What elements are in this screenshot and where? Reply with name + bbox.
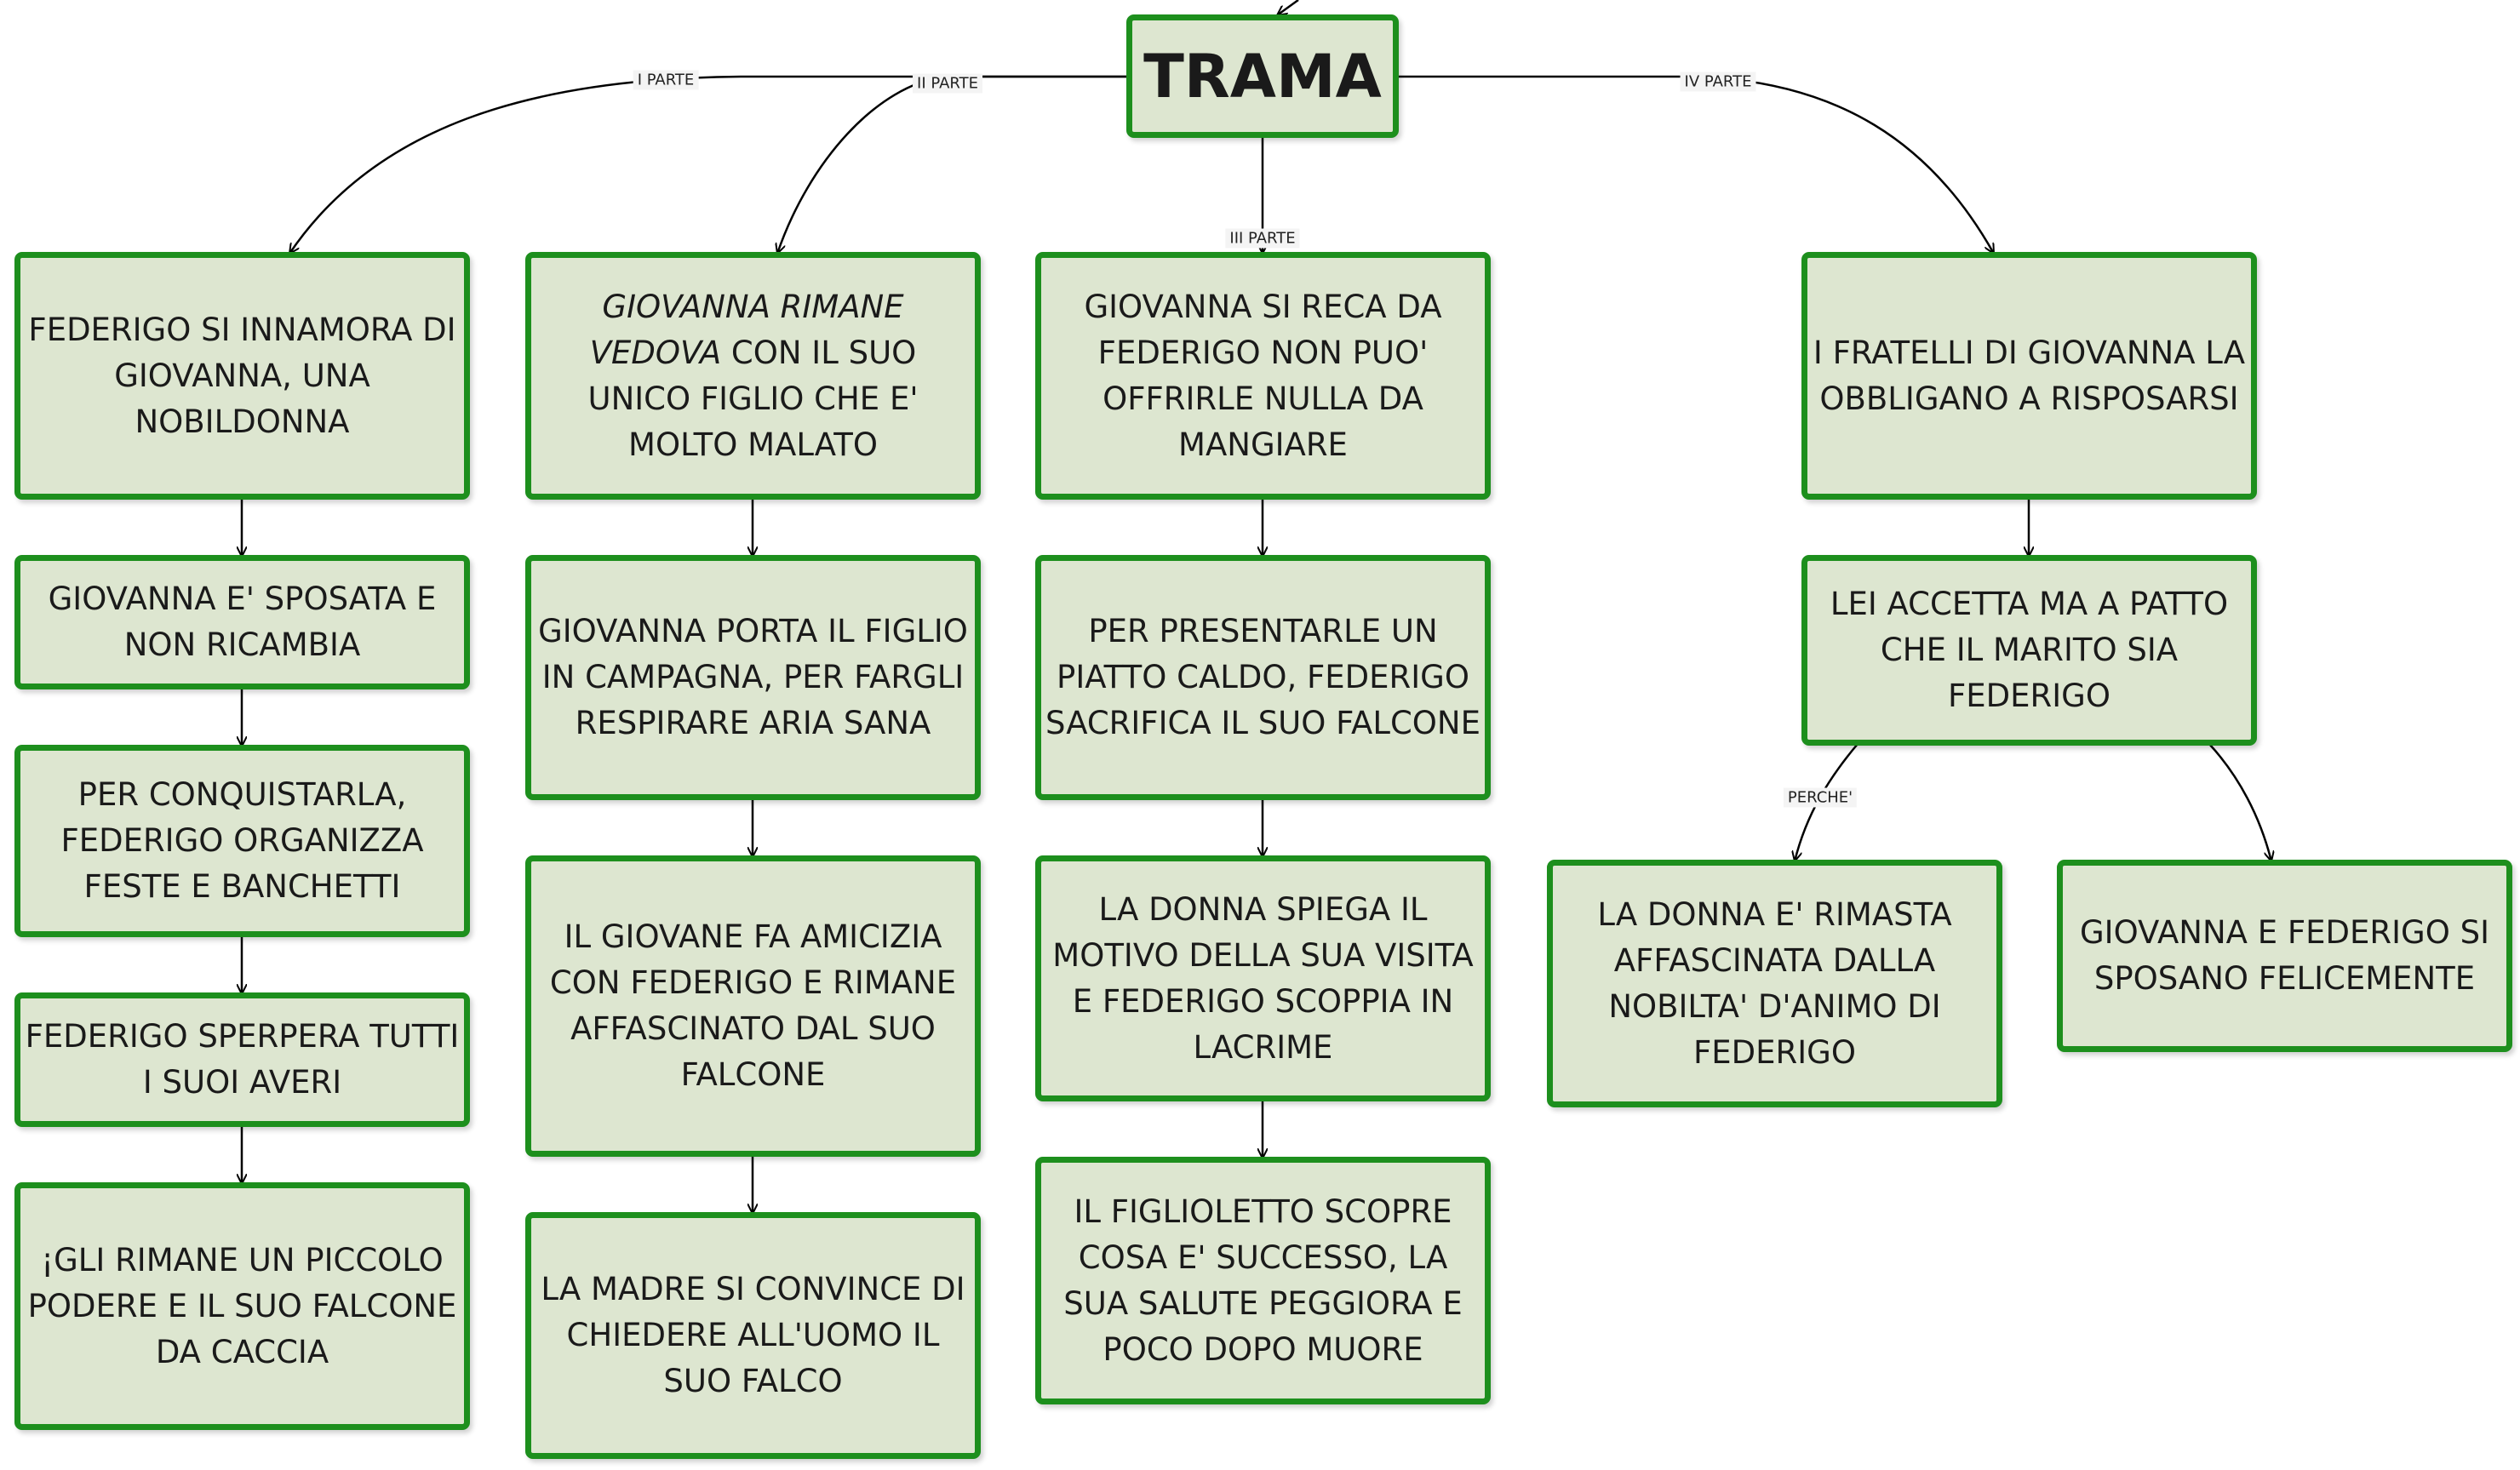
edge-label-parte3: III PARTE (1225, 228, 1300, 249)
node-text: LA DONNA SPIEGA IL MOTIVO DELLA SUA VISI… (1052, 890, 1474, 1066)
col4-node-top[interactable]: I FRATELLI DI GIOVANNA LA OBBLIGANO A RI… (1801, 252, 2257, 500)
col2-node-1[interactable]: GIOVANNA RIMANE VEDOVA CON IL SUO UNICO … (525, 252, 981, 500)
node-text: GIOVANNA E' SPOSATA E NON RICAMBIA (48, 581, 437, 663)
root-node[interactable]: TRAMA (1126, 14, 1399, 138)
edge-incoming-root (1277, 0, 1299, 15)
node-text: IL GIOVANE FA AMICIZIA CON FEDERIGO E RI… (549, 918, 957, 1093)
node-text: LEI ACCETTA MA A PATTO CHE IL MARITO SIA… (1830, 586, 2229, 714)
node-text: LA MADRE SI CONVINCE DI CHIEDERE ALL'UOM… (541, 1271, 965, 1399)
node-text: PER CONQUISTARLA, FEDERIGO ORGANIZZA FES… (60, 776, 424, 905)
edge-parte4 (1396, 75, 1994, 254)
node-text: GIOVANNA RIMANE VEDOVA CON IL SUO UNICO … (535, 284, 971, 468)
node-text: IL FIGLIOLETTO SCOPRE COSA E' SUCCESSO, … (1063, 1193, 1463, 1368)
col4-node-left[interactable]: LA DONNA E' RIMASTA AFFASCINATA DALLA NO… (1547, 860, 2002, 1107)
col2-node-2[interactable]: GIOVANNA PORTA IL FIGLIO IN CAMPAGNA, PE… (525, 555, 981, 800)
col1-node-1[interactable]: FEDERIGO SI INNAMORA DI GIOVANNA, UNA NO… (14, 252, 470, 500)
node-text: GIOVANNA SI RECA DA FEDERIGO NON PUO' OF… (1084, 288, 1442, 463)
edge-parte2 (777, 75, 1128, 254)
edge-parte1 (289, 75, 1128, 254)
edge-c4-right (2208, 743, 2271, 861)
col1-node-5[interactable]: ¡GLI RIMANE UN PICCOLO PODERE E IL SUO F… (14, 1182, 470, 1430)
node-text-rest: CON IL SUO UNICO FIGLIO CHE E' MOLTO MAL… (587, 334, 919, 463)
col3-node-1[interactable]: GIOVANNA SI RECA DA FEDERIGO NON PUO' OF… (1035, 252, 1491, 500)
col4-node-right[interactable]: GIOVANNA E FEDERIGO SI SPOSANO FELICEMEN… (2057, 860, 2512, 1052)
edge-label-parte4: IV PARTE (1680, 71, 1756, 92)
edge-label-parte2: II PARTE (913, 73, 982, 94)
col2-node-4[interactable]: LA MADRE SI CONVINCE DI CHIEDERE ALL'UOM… (525, 1212, 981, 1459)
col1-node-3[interactable]: PER CONQUISTARLA, FEDERIGO ORGANIZZA FES… (14, 745, 470, 937)
col2-node-3[interactable]: IL GIOVANE FA AMICIZIA CON FEDERIGO E RI… (525, 855, 981, 1157)
col3-node-4[interactable]: IL FIGLIOLETTO SCOPRE COSA E' SUCCESSO, … (1035, 1157, 1491, 1404)
edge-label-perche: PERCHE' (1783, 787, 1858, 808)
col1-node-2[interactable]: GIOVANNA E' SPOSATA E NON RICAMBIA (14, 555, 470, 689)
node-text: LA DONNA E' RIMASTA AFFASCINATA DALLA NO… (1597, 895, 1952, 1071)
col4-node-middle[interactable]: LEI ACCETTA MA A PATTO CHE IL MARITO SIA… (1801, 555, 2257, 746)
node-text: PER PRESENTARLE UN PIATTO CALDO, FEDERIG… (1045, 613, 1480, 741)
edge-label-parte1: I PARTE (633, 70, 699, 90)
col1-node-4[interactable]: FEDERIGO SPERPERA TUTTI I SUOI AVERI (14, 992, 470, 1127)
node-text: ¡GLI RIMANE UN PICCOLO PODERE E IL SUO F… (27, 1241, 457, 1370)
node-text: FEDERIGO SI INNAMORA DI GIOVANNA, UNA NO… (28, 311, 456, 440)
node-text: GIOVANNA E FEDERIGO SI SPOSANO FELICEMEN… (2080, 914, 2489, 997)
col3-node-2[interactable]: PER PRESENTARLE UN PIATTO CALDO, FEDERIG… (1035, 555, 1491, 800)
col3-node-3[interactable]: LA DONNA SPIEGA IL MOTIVO DELLA SUA VISI… (1035, 855, 1491, 1101)
node-text: I FRATELLI DI GIOVANNA LA OBBLIGANO A RI… (1813, 334, 2246, 417)
root-title: TRAMA (1143, 41, 1382, 112)
node-text: GIOVANNA PORTA IL FIGLIO IN CAMPAGNA, PE… (538, 613, 968, 741)
node-text: FEDERIGO SPERPERA TUTTI I SUOI AVERI (25, 1018, 460, 1101)
node-text-italic: GIOVANNA RIMANE VEDOVA (589, 288, 904, 371)
